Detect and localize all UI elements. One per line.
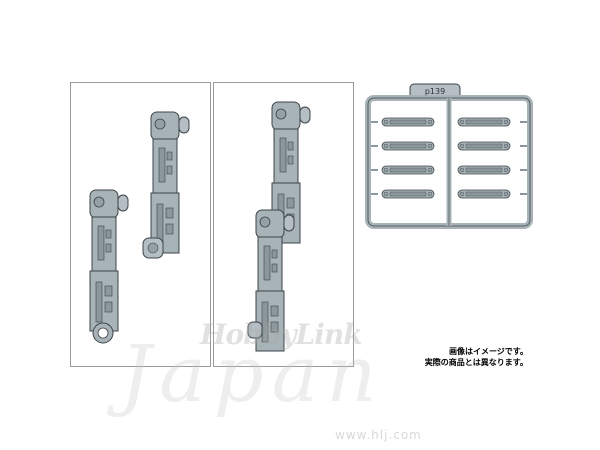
sprue-label: p139 xyxy=(425,87,445,96)
disclaimer-line-1: 画像はイメージです。 xyxy=(448,347,528,356)
watermark-brand: HobbyLink xyxy=(200,318,363,351)
image-disclaimer: 画像はイメージです。 実際の商品とは異なります。 xyxy=(425,346,528,368)
watermark-script: Japan xyxy=(120,330,385,420)
sprue-frame xyxy=(365,83,533,229)
part-arm-left-back xyxy=(142,111,190,259)
disclaimer-line-2: 実際の商品とは異なります。 xyxy=(424,358,528,367)
part-arm-mid-bottom xyxy=(247,209,295,352)
part-arm-left-front xyxy=(89,189,129,344)
watermark-url: www.hlj.com xyxy=(335,428,422,442)
